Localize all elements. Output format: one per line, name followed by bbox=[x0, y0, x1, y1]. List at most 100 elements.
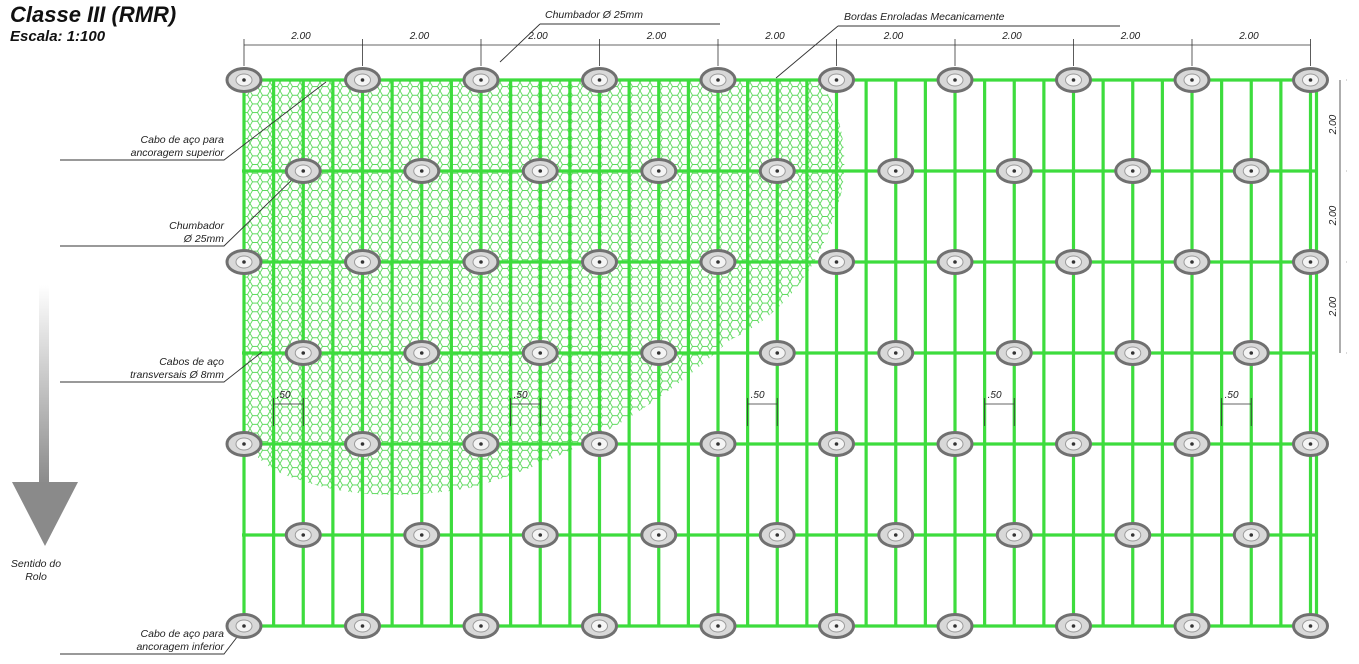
anchor-r3-c1 bbox=[403, 340, 441, 366]
half-dimension-4: .50 bbox=[1224, 390, 1239, 401]
anchor-r1-c4 bbox=[758, 158, 796, 184]
anchor-hole bbox=[893, 169, 898, 173]
horizontal-dimension-4: 2.00 bbox=[765, 31, 785, 42]
anchor-r4-c1 bbox=[344, 431, 381, 457]
anchor-r0-c8 bbox=[1173, 67, 1211, 93]
anchor-hole bbox=[301, 169, 306, 173]
anchor-hole bbox=[1190, 624, 1194, 628]
anchor-r4-c5 bbox=[818, 431, 855, 457]
anchor-hole bbox=[419, 351, 424, 355]
label-chumbador-top: Chumbador Ø 25mm bbox=[545, 9, 644, 21]
anchor-hole bbox=[419, 169, 424, 173]
anchor-hole bbox=[597, 260, 602, 264]
anchor-hole bbox=[242, 78, 246, 82]
anchor-hole bbox=[242, 442, 246, 446]
horizontal-dimension-8: 2.00 bbox=[1239, 31, 1259, 42]
anchor-r5-c2 bbox=[521, 522, 559, 548]
anchor-r2-c7 bbox=[1055, 249, 1092, 275]
anchor-hole bbox=[834, 78, 839, 82]
anchor-r6-c3 bbox=[581, 613, 618, 639]
anchor-hole bbox=[1308, 260, 1313, 264]
anchor-hole bbox=[953, 624, 957, 628]
anchor-r2-c6 bbox=[936, 249, 974, 275]
anchor-r0-c0 bbox=[225, 67, 263, 93]
anchor-hole bbox=[1190, 78, 1194, 82]
anchor-hole bbox=[953, 442, 957, 446]
direction-arrow bbox=[12, 285, 78, 546]
arrow-shaft bbox=[39, 285, 49, 485]
anchor-r1-c8 bbox=[1232, 158, 1270, 184]
anchor-hole bbox=[893, 533, 898, 537]
label-chumbador-left-line2: Ø 25mm bbox=[183, 233, 224, 245]
leader-chumbador-top bbox=[499, 23, 541, 63]
horizontal-dimension-5: 2.00 bbox=[883, 31, 904, 42]
label-cabo-inferior-line1: Cabo de aço para bbox=[140, 628, 224, 640]
anchor-r3-c0 bbox=[284, 340, 322, 366]
anchor-r6-c2 bbox=[462, 613, 500, 639]
anchor-r4-c8 bbox=[1173, 431, 1211, 457]
anchor-r2-c1 bbox=[344, 249, 381, 275]
anchor-r3-c2 bbox=[521, 340, 559, 366]
anchor-hole bbox=[1071, 624, 1076, 628]
anchor-r1-c7 bbox=[1114, 158, 1152, 184]
label-bordas: Bordas Enroladas Mecanicamente bbox=[844, 11, 1005, 23]
anchor-r1-c2 bbox=[521, 158, 559, 184]
mesh-fill bbox=[244, 80, 845, 495]
anchor-r2-c3 bbox=[581, 249, 618, 275]
anchor-hole bbox=[656, 169, 661, 173]
anchor-r4-c7 bbox=[1055, 431, 1092, 457]
anchor-bolts bbox=[225, 67, 1329, 639]
anchor-r3-c8 bbox=[1232, 340, 1270, 366]
anchor-r3-c6 bbox=[995, 340, 1033, 366]
label-cabo-superior-line2: ancoragem superior bbox=[130, 147, 224, 159]
anchor-r4-c3 bbox=[581, 431, 618, 457]
anchor-r1-c1 bbox=[403, 158, 441, 184]
vertical-dimension-2: 2.00 bbox=[1328, 296, 1340, 316]
anchor-r0-c2 bbox=[462, 67, 500, 93]
anchor-hole bbox=[1308, 442, 1313, 446]
anchor-r2-c4 bbox=[699, 249, 737, 275]
label-cabos-transversais-line2: transversais Ø 8mm bbox=[130, 369, 224, 381]
anchor-hole bbox=[893, 351, 898, 355]
anchor-hole bbox=[1190, 442, 1194, 446]
leader-bordas bbox=[775, 25, 839, 79]
label-cabo-inferior-line2: ancoragem inferior bbox=[136, 641, 224, 653]
anchor-r3-c7 bbox=[1114, 340, 1152, 366]
anchor-r0-c3 bbox=[581, 67, 618, 93]
anchor-hole bbox=[597, 78, 602, 82]
anchor-hole bbox=[1308, 78, 1313, 82]
anchor-hole bbox=[1071, 260, 1076, 264]
anchor-r2-c0 bbox=[225, 249, 263, 275]
anchor-hole bbox=[360, 442, 365, 446]
anchor-hole bbox=[360, 260, 365, 264]
anchor-hole bbox=[834, 442, 839, 446]
anchor-r5-c3 bbox=[640, 522, 678, 548]
anchor-hole bbox=[1012, 169, 1017, 173]
anchor-hole bbox=[716, 442, 720, 446]
vertical-dimension-1: 2.00 bbox=[1328, 205, 1340, 225]
leader-cabos-transversais bbox=[60, 351, 263, 383]
anchor-hole bbox=[656, 533, 661, 537]
anchor-r6-c5 bbox=[818, 613, 855, 639]
anchor-r2-c5 bbox=[818, 249, 855, 275]
horizontal-dimension-3: 2.00 bbox=[646, 31, 667, 42]
anchor-r0-c4 bbox=[699, 67, 737, 93]
horizontal-dimension-0: 2.00 bbox=[291, 31, 311, 42]
anchor-r0-c6 bbox=[936, 67, 974, 93]
half-dimension-3: .50 bbox=[987, 390, 1002, 401]
anchor-r1-c5 bbox=[877, 158, 915, 184]
anchor-r2-c8 bbox=[1173, 249, 1211, 275]
anchor-hole bbox=[775, 169, 780, 173]
label-chumbador-left-line1: Chumbador bbox=[169, 220, 224, 232]
anchor-r3-c3 bbox=[640, 340, 678, 366]
anchor-hole bbox=[538, 351, 543, 355]
anchor-hole bbox=[242, 624, 246, 628]
anchor-r4-c2 bbox=[462, 431, 500, 457]
anchor-r5-c8 bbox=[1232, 522, 1270, 548]
half-dimension-0: .50 bbox=[276, 390, 291, 401]
anchor-hole bbox=[1249, 351, 1254, 355]
anchor-hole bbox=[775, 533, 780, 537]
anchor-hole bbox=[479, 78, 483, 82]
anchor-r0-c5 bbox=[818, 67, 855, 93]
